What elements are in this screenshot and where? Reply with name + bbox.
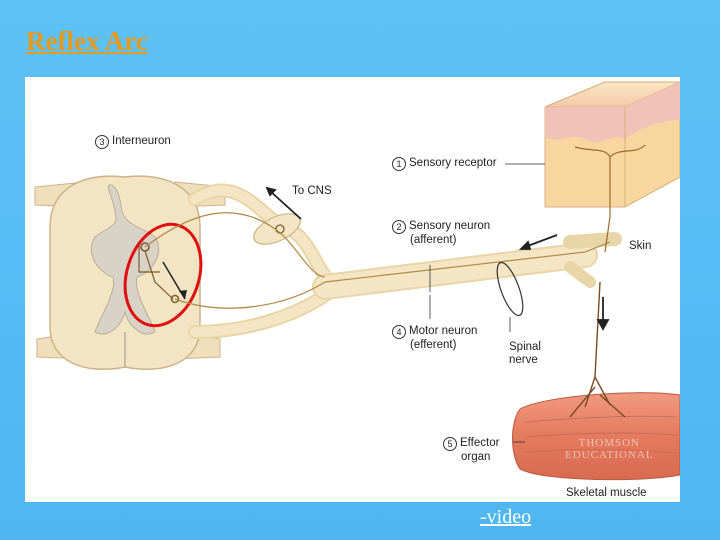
label-to-cns: To CNS <box>292 185 332 198</box>
video-link[interactable]: -video <box>480 506 531 529</box>
label-skin: Skin <box>629 240 651 253</box>
skin-block <box>545 82 680 252</box>
publisher-watermark: THOMSON EDUCATIONAL <box>565 437 654 461</box>
label-skeletal-muscle: Skeletal muscle <box>566 487 647 500</box>
label-spinal-nerve: Spinal nerve <box>509 341 541 367</box>
slide-title-link[interactable]: Reflex Arc <box>26 26 148 57</box>
nerve-fibers <box>195 190 615 332</box>
